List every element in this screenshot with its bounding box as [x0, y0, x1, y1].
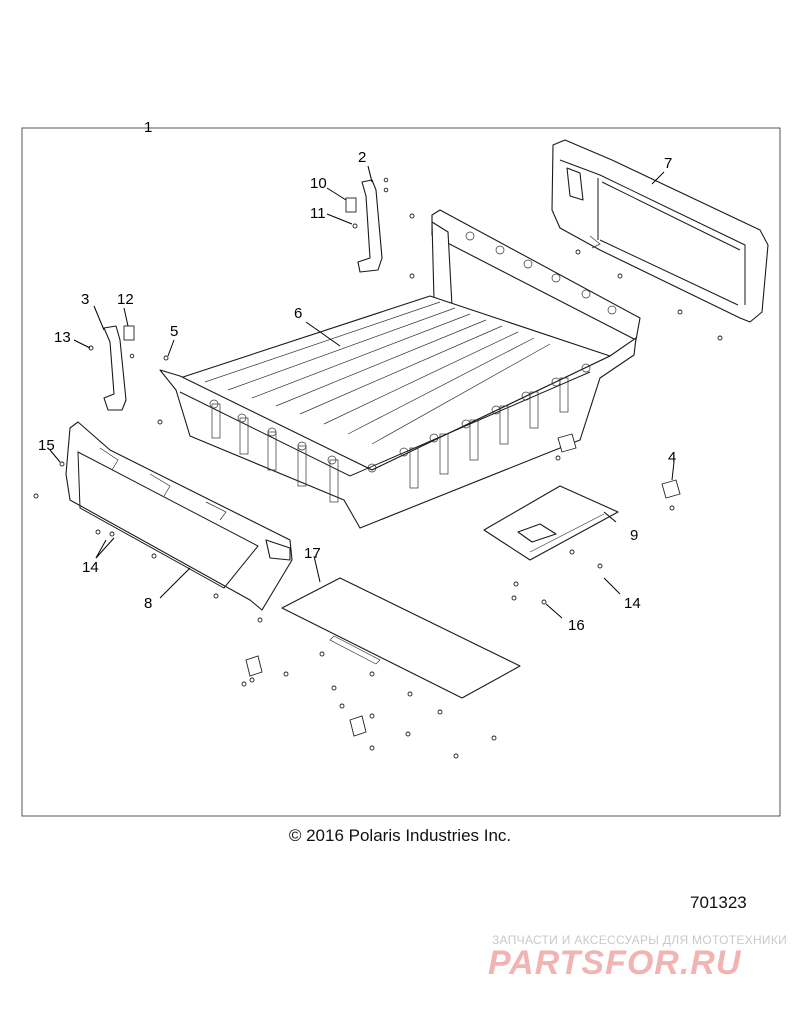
part-6-cargo-box — [159, 209, 641, 529]
callout-4: 4 — [668, 449, 676, 466]
callout-13: 13 — [54, 329, 71, 346]
part-3-bracket — [88, 325, 135, 411]
copyright-notice: © 2016 Polaris Industries Inc. — [288, 826, 512, 845]
callout-7: 7 — [664, 155, 672, 172]
leader-lines — [49, 165, 675, 619]
part-9-floor-plate — [483, 485, 619, 561]
callout-10: 10 — [310, 175, 327, 192]
part-8-front-panel — [65, 421, 293, 611]
watermark-logo: PARTSFOR.RU — [488, 944, 742, 982]
callout-3: 3 — [81, 291, 89, 308]
part-7-tailgate-panel — [551, 139, 769, 323]
callout-14-left: 14 — [82, 559, 99, 576]
cargo-box-posts — [211, 377, 569, 503]
watermark-tagline: ЗАПЧАСТИ И АКСЕССУАРЫ ДЛЯ МОТОТЕХНИКИ — [492, 933, 788, 947]
callout-labels: 1 2 3 4 5 6 7 8 9 10 11 12 13 14 14 15 1… — [38, 119, 676, 634]
callout-17: 17 — [304, 545, 321, 562]
fasteners — [33, 213, 723, 759]
part-17-floor-mat — [281, 577, 521, 699]
diagram-frame — [21, 127, 781, 817]
stake-pockets — [209, 231, 617, 473]
callout-12: 12 — [117, 291, 134, 308]
callout-8: 8 — [144, 595, 152, 612]
part-4-bumper — [557, 433, 681, 499]
callout-11: 11 — [310, 205, 326, 222]
callout-1: 1 — [144, 119, 152, 136]
callout-16: 16 — [568, 617, 585, 634]
callout-15: 15 — [38, 437, 55, 454]
callout-6: 6 — [294, 305, 302, 322]
drawing-number: 701323 — [690, 893, 747, 912]
callout-14-right: 14 — [624, 595, 641, 612]
callout-2: 2 — [358, 149, 366, 166]
callout-5: 5 — [170, 323, 178, 340]
callout-9: 9 — [630, 527, 638, 544]
part-2-bracket — [345, 177, 389, 273]
hinge-brackets — [245, 655, 367, 737]
